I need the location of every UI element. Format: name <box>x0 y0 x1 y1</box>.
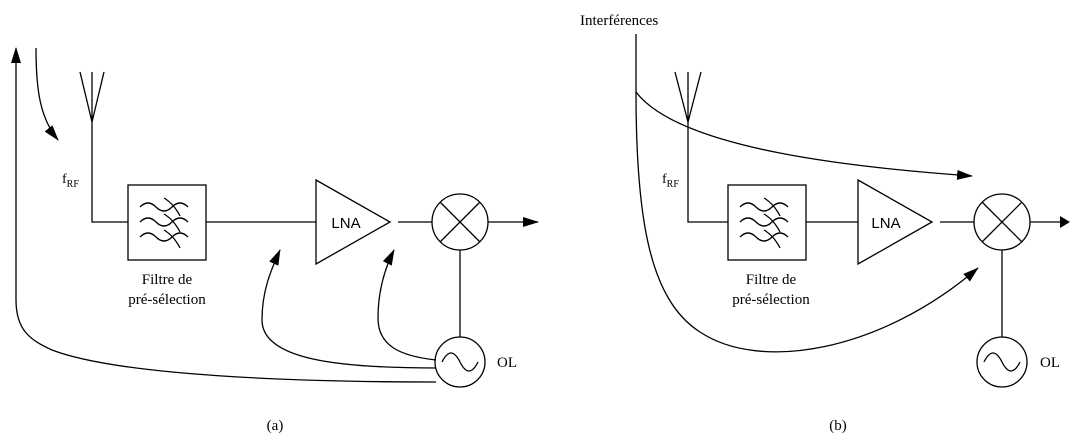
antenna-feed-line <box>91 122 128 223</box>
local-oscillator <box>976 336 1028 388</box>
mixer-icon <box>431 193 489 251</box>
ol-label: OL <box>497 355 517 371</box>
lna-label: LNA <box>331 215 360 232</box>
antenna-icon <box>79 71 105 123</box>
antenna-feed-line <box>687 122 728 223</box>
mixer-icon <box>973 193 1031 251</box>
preselection-filter <box>727 184 807 261</box>
interference-to-mixer-rf-arrow <box>635 34 973 180</box>
panel-b: Interférences fRF Filtre de pré-sélectio… <box>580 13 1070 434</box>
lna-label: LNA <box>871 215 900 232</box>
frf-label: fRF <box>62 172 79 190</box>
filter-label-line2: pré-sélection <box>732 292 810 308</box>
local-oscillator <box>434 336 486 388</box>
ol-leak-to-lna-output <box>377 249 437 361</box>
caption-a: (a) <box>267 418 284 434</box>
filter-wave-icon <box>139 202 189 212</box>
filter-label-line1: Filtre de <box>142 272 193 288</box>
lna-amplifier: LNA <box>857 178 934 266</box>
sine-wave-icon <box>983 352 1021 372</box>
filter-label-line1: Filtre de <box>746 272 797 288</box>
lna-amplifier: LNA <box>315 178 392 266</box>
ol-leak-to-lna-input <box>261 249 437 369</box>
frf-label: fRF <box>662 172 679 190</box>
ol-label: OL <box>1040 355 1060 371</box>
interference-to-mixer-lo-arrow <box>635 91 979 353</box>
filter-wave-icon <box>739 202 789 212</box>
sine-wave-icon <box>441 352 479 372</box>
interference-label: Interférences <box>580 13 658 29</box>
reentering-signal-arrow <box>35 47 59 141</box>
panel-a: fRF Filtre de pré-sélection LNA <box>11 47 539 434</box>
antenna-icon <box>674 71 702 125</box>
filter-label-line2: pré-sélection <box>128 292 206 308</box>
preselection-filter <box>127 184 207 261</box>
ol-leak-to-antenna-radiated <box>11 47 437 383</box>
caption-b: (b) <box>829 418 847 434</box>
